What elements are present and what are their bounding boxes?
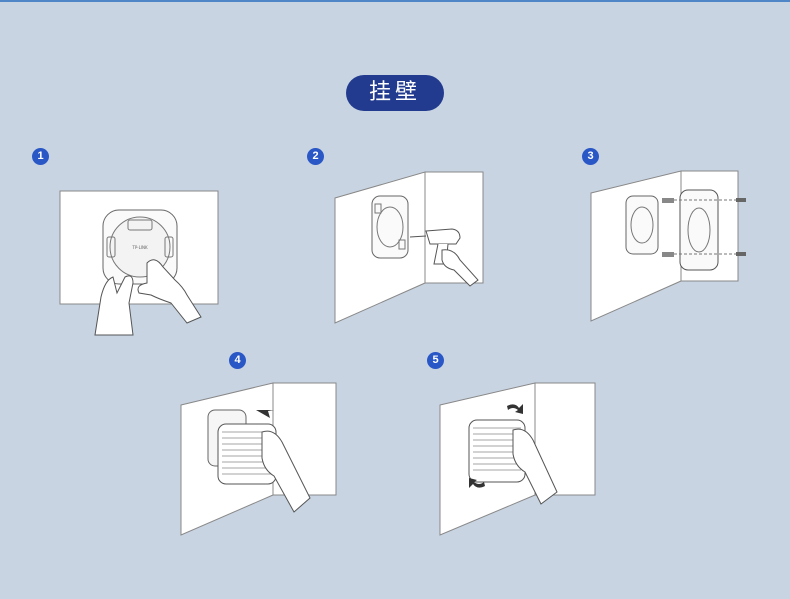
step-2-illustration xyxy=(334,171,484,324)
step-1-badge: 1 xyxy=(32,148,49,165)
step-3-badge: 3 xyxy=(582,148,599,165)
step-5-badge: 5 xyxy=(427,352,444,369)
top-border-line xyxy=(0,0,790,2)
push-arrow-icon xyxy=(256,410,274,418)
step-4-badge: 4 xyxy=(229,352,246,369)
plate-logo: TP-LINK xyxy=(131,245,148,250)
page-title: 挂壁 xyxy=(346,75,444,111)
rotate-arrow-bottom-icon xyxy=(469,478,485,488)
step-2-badge: 2 xyxy=(307,148,324,165)
step-4-illustration xyxy=(180,382,337,536)
step-3-illustration xyxy=(590,170,746,322)
step-1-illustration: TP-LINK xyxy=(59,190,219,336)
rotate-arrow-top-icon xyxy=(507,404,523,414)
step-5-illustration xyxy=(439,382,596,536)
